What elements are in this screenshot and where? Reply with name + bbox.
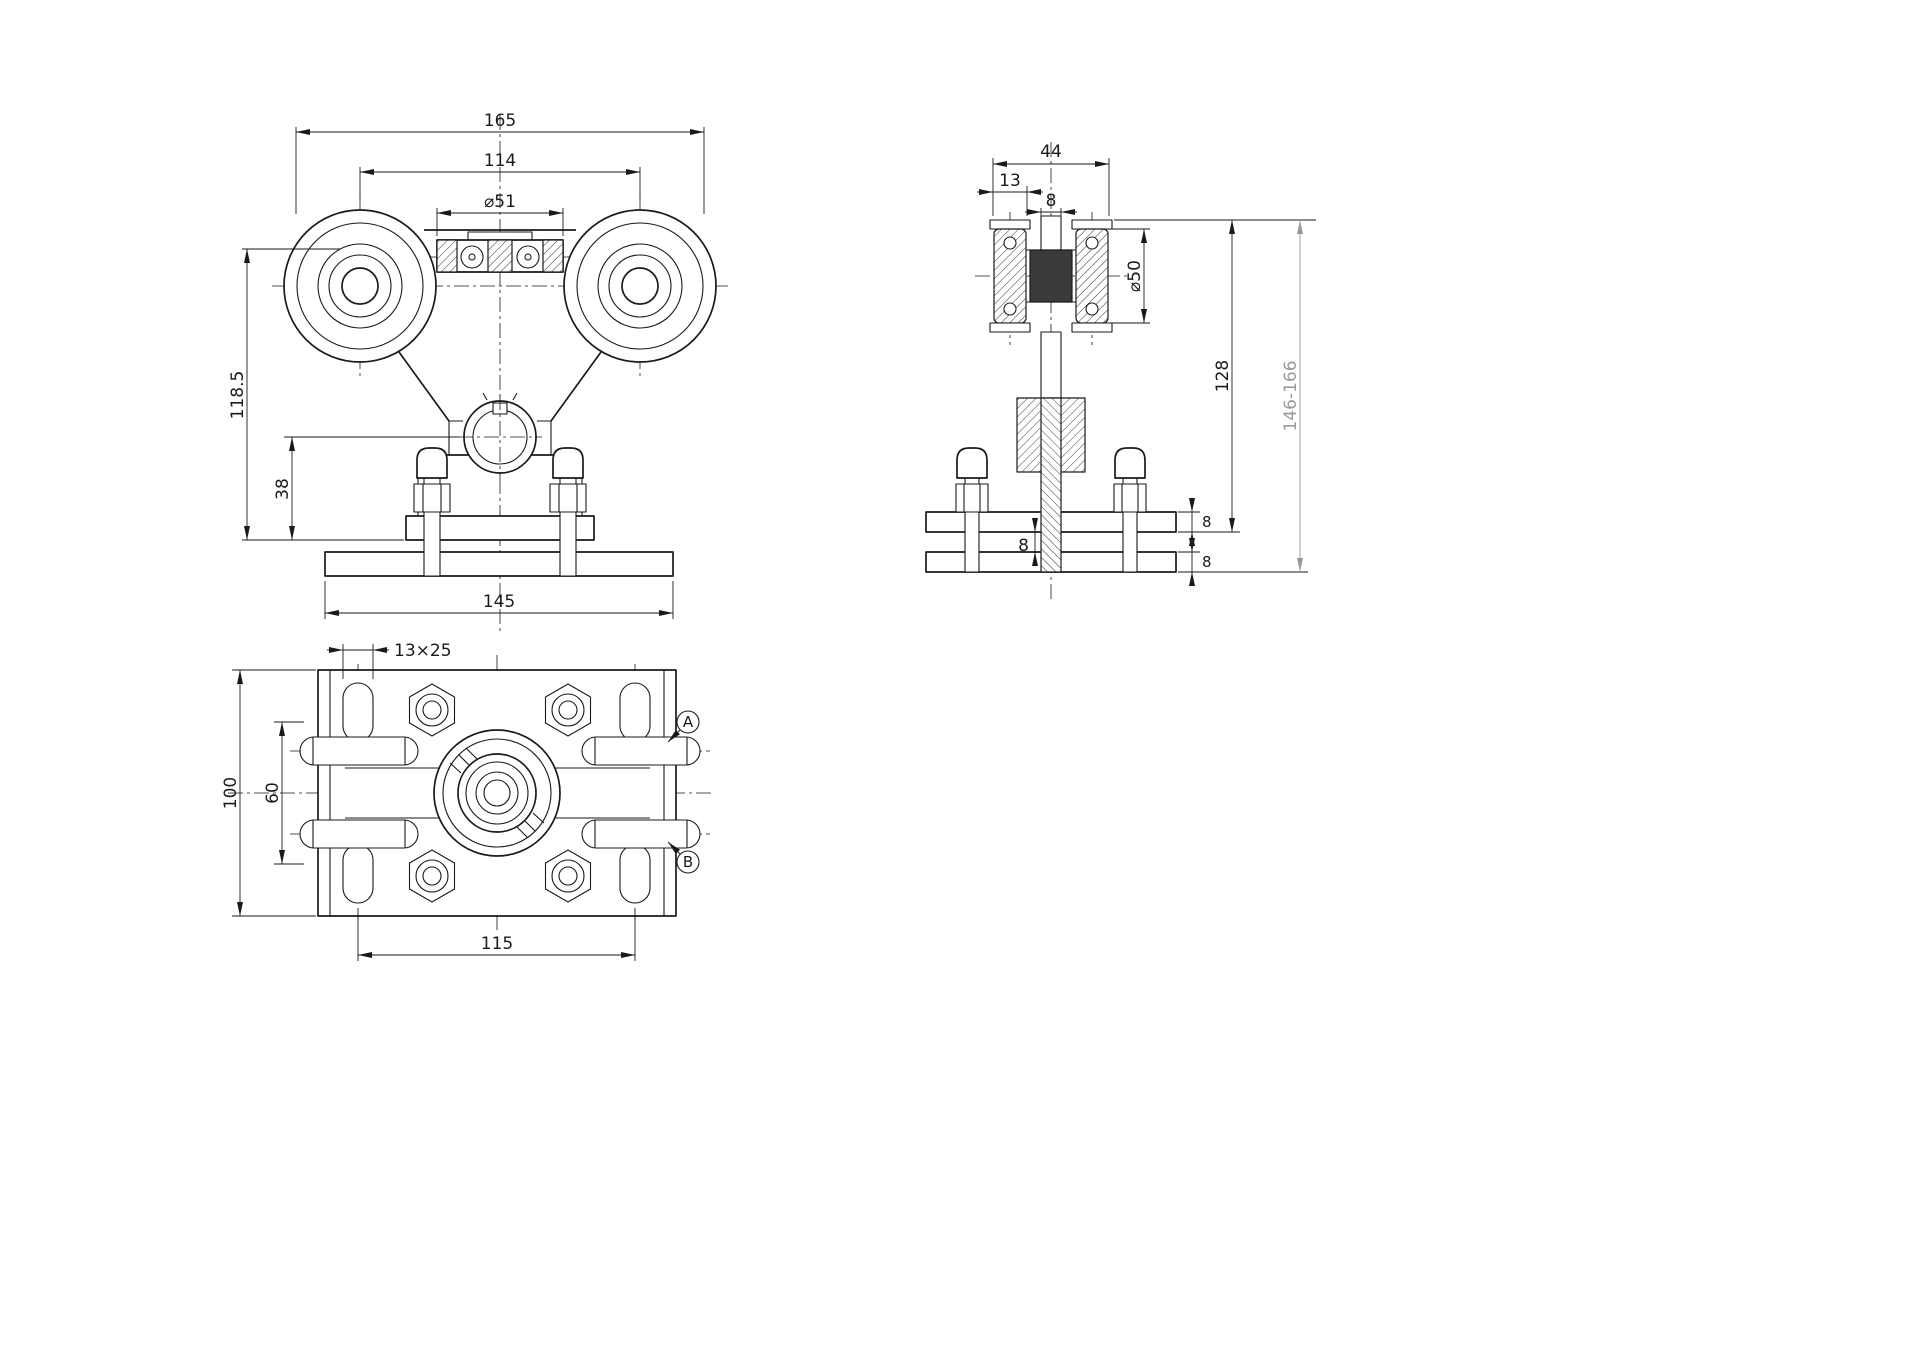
front-left-bolt: [413, 447, 451, 577]
dim-d50-label: ⌀50: [1125, 260, 1145, 292]
front-right-bolt: [549, 447, 587, 577]
dim-165-label: 165: [484, 111, 516, 131]
dim-8-gap-label: 8: [1018, 536, 1029, 556]
dim-115: 115: [357, 908, 636, 961]
side-view: 44 13 8 ⌀50: [925, 142, 1316, 600]
dim-38-label: 38: [273, 478, 293, 500]
dim-8-plate2-label: 8: [1202, 553, 1212, 571]
side-left-bolt: [955, 447, 989, 573]
datum-b-label: B: [683, 853, 693, 871]
dim-44: 44: [992, 142, 1110, 216]
dim-60: 60: [263, 721, 304, 865]
dim-d50: ⌀50: [1112, 228, 1150, 324]
dim-8-plate1: 8: [1178, 498, 1212, 546]
dim-118-5: 118.5: [228, 248, 404, 541]
top-view: 13×25 100 60 115 A: [221, 641, 712, 961]
front-view: 165 114 ⌀51 118.5 38: [228, 111, 728, 632]
side-roller-assembly: [989, 215, 1113, 333]
dim-8-plate1-label: 8: [1202, 513, 1212, 531]
dim-115-label: 115: [481, 934, 513, 954]
front-right-wheel: [563, 209, 717, 363]
dim-165: 165: [295, 111, 705, 214]
top-dimensions: 13×25 100 60 115 A: [221, 641, 700, 961]
front-left-wheel: [283, 209, 437, 363]
dim-145-label: 145: [483, 592, 515, 612]
top-hex-nuts: [408, 683, 592, 903]
dim-114-label: 114: [484, 151, 516, 171]
datum-a-label: A: [683, 713, 694, 731]
dim-8-plate2: 8: [1178, 538, 1212, 586]
dim-13x25: 13×25: [327, 641, 452, 679]
dim-146-166-label: 146-166: [1281, 360, 1301, 431]
dim-13x25-label: 13×25: [394, 641, 452, 661]
top-rollers: [299, 736, 701, 849]
side-right-bolt: [1113, 447, 1147, 573]
datum-a: A: [667, 710, 700, 743]
dim-bearing-dia: ⌀51: [436, 192, 564, 236]
datum-b: B: [667, 841, 700, 874]
dim-38: 38: [273, 436, 460, 540]
dim-8-pin: 8: [1025, 191, 1077, 216]
dim-146-166: 146-166: [1180, 220, 1308, 573]
dim-128-label: 128: [1213, 360, 1233, 392]
dim-44-label: 44: [1040, 142, 1062, 162]
base-plate: [324, 551, 674, 577]
dim-13-label: 13: [999, 171, 1021, 191]
dim-8-pin-label: 8: [1046, 191, 1057, 211]
dim-13: 13: [977, 171, 1043, 216]
dim-145: 145: [324, 581, 674, 619]
dim-114: 114: [359, 151, 641, 200]
dim-118-5-label: 118.5: [228, 371, 248, 420]
dim-d51-label: ⌀51: [484, 192, 516, 212]
front-dimensions: 165 114 ⌀51 118.5 38: [228, 111, 705, 619]
dim-8-gap: 8: [1018, 518, 1038, 566]
dim-100: 100: [221, 669, 316, 917]
top-slots: [342, 682, 651, 904]
top-bearing: [436, 231, 564, 273]
dim-60-label: 60: [263, 782, 283, 804]
hub-bore: [458, 392, 542, 479]
side-dimensions: 44 13 8 ⌀50: [977, 142, 1316, 586]
top-center-hub: [433, 729, 561, 857]
side-center-column: [1040, 397, 1062, 573]
dim-100-label: 100: [221, 777, 241, 809]
